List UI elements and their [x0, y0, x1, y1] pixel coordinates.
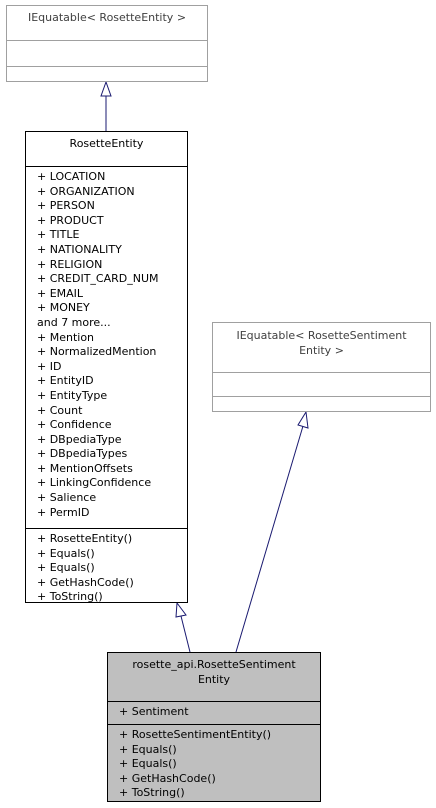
class-title: rosette_api.RosetteSentiment Entity [108, 653, 320, 701]
attribute-nationality: + NATIONALITY [37, 242, 122, 256]
attribute-dbpedia-types: + DBpediaTypes [37, 447, 128, 461]
attribute-mention-offsets: + MentionOffsets [37, 461, 133, 475]
class-title-line-2: Entity > [299, 344, 344, 357]
methods-section [7, 66, 207, 90]
class-title-line-1: IEquatable< RosetteSentiment [236, 329, 407, 342]
attributes-section [7, 40, 207, 66]
attribute-linking-confidence: + LinkingConfidence [37, 476, 152, 490]
edge-sentiment-to-iequatable [235, 425, 304, 653]
method-equals: + Equals() [119, 757, 177, 771]
attribute-mention: + Mention [37, 330, 95, 344]
methods-section [213, 396, 430, 419]
method-get-hash-code: + GetHashCode() [37, 575, 134, 589]
edge-sentiment-to-rosette-entity [180, 615, 191, 653]
class-title-line-1: rosette_api.RosetteSentiment [132, 658, 296, 671]
method-get-hash-code: + GetHashCode() [119, 771, 216, 785]
method-to-string: + ToString() [119, 786, 185, 800]
methods-section: + RosetteEntity() + Equals() + Equals() … [26, 528, 187, 607]
method-equals: + Equals() [37, 546, 95, 560]
attribute-count: + Count [37, 403, 83, 417]
class-rosette-entity[interactable]: RosetteEntity + LOCATION + ORGANIZATION … [25, 131, 188, 603]
attribute-location: + LOCATION [37, 170, 106, 183]
attribute-title: + TITLE [37, 228, 80, 242]
attribute-email: + EMAIL [37, 286, 84, 300]
attributes-section: + LOCATION + ORGANIZATION + PERSON + PRO… [26, 166, 187, 528]
attribute-dbpedia-type: + DBpediaType [37, 432, 122, 446]
attribute-person: + PERSON [37, 199, 95, 213]
attribute-product: + PRODUCT [37, 213, 104, 227]
class-rosette-sentiment-entity[interactable]: rosette_api.RosetteSentiment Entity + Se… [107, 652, 321, 802]
methods-section: + RosetteSentimentEntity() + Equals() + … [108, 724, 320, 803]
attribute-more-link[interactable]: and 7 more... [37, 315, 111, 329]
edge-arrowhead-rosette-entity [175, 601, 187, 618]
method-to-string: + ToString() [37, 590, 103, 604]
edge-arrowhead-iequatable-entity [100, 80, 112, 97]
class-iequatable-rosette-entity[interactable]: IEquatable< RosetteEntity > [6, 5, 208, 82]
attributes-section [213, 372, 430, 396]
edge-arrowhead-iequatable-sentiment [297, 410, 309, 429]
class-title: IEquatable< RosetteSentiment Entity > [213, 323, 430, 372]
method-constructor: + RosetteSentimentEntity() [119, 728, 272, 741]
method-equals: + Equals() [119, 742, 177, 756]
class-title: RosetteEntity [69, 137, 144, 150]
attribute-sentiment: + Sentiment [119, 705, 189, 718]
attribute-entity-id: + EntityID [37, 374, 94, 388]
attribute-normalized-mention: + NormalizedMention [37, 345, 157, 359]
attribute-organization: + ORGANIZATION [37, 184, 135, 198]
method-equals: + Equals() [37, 561, 95, 575]
class-title-line-2: Entity [197, 673, 231, 686]
attribute-credit-card-num: + CREDIT_CARD_NUM [37, 272, 159, 286]
method-constructor: + RosetteEntity() [37, 532, 133, 545]
attribute-confidence: + Confidence [37, 418, 112, 432]
class-iequatable-rosette-sentiment-entity[interactable]: IEquatable< RosetteSentiment Entity > [212, 322, 431, 412]
attribute-entity-type: + EntityType [37, 388, 108, 402]
attribute-religion: + RELIGION [37, 257, 103, 271]
attribute-money: + MONEY [37, 301, 90, 315]
attributes-section: + Sentiment [108, 701, 320, 724]
attribute-perm-id: + PermID [37, 505, 90, 519]
class-title: IEquatable< RosetteEntity > [27, 11, 187, 24]
attribute-salience: + Salience [37, 491, 97, 505]
attribute-id: + ID [37, 359, 62, 373]
